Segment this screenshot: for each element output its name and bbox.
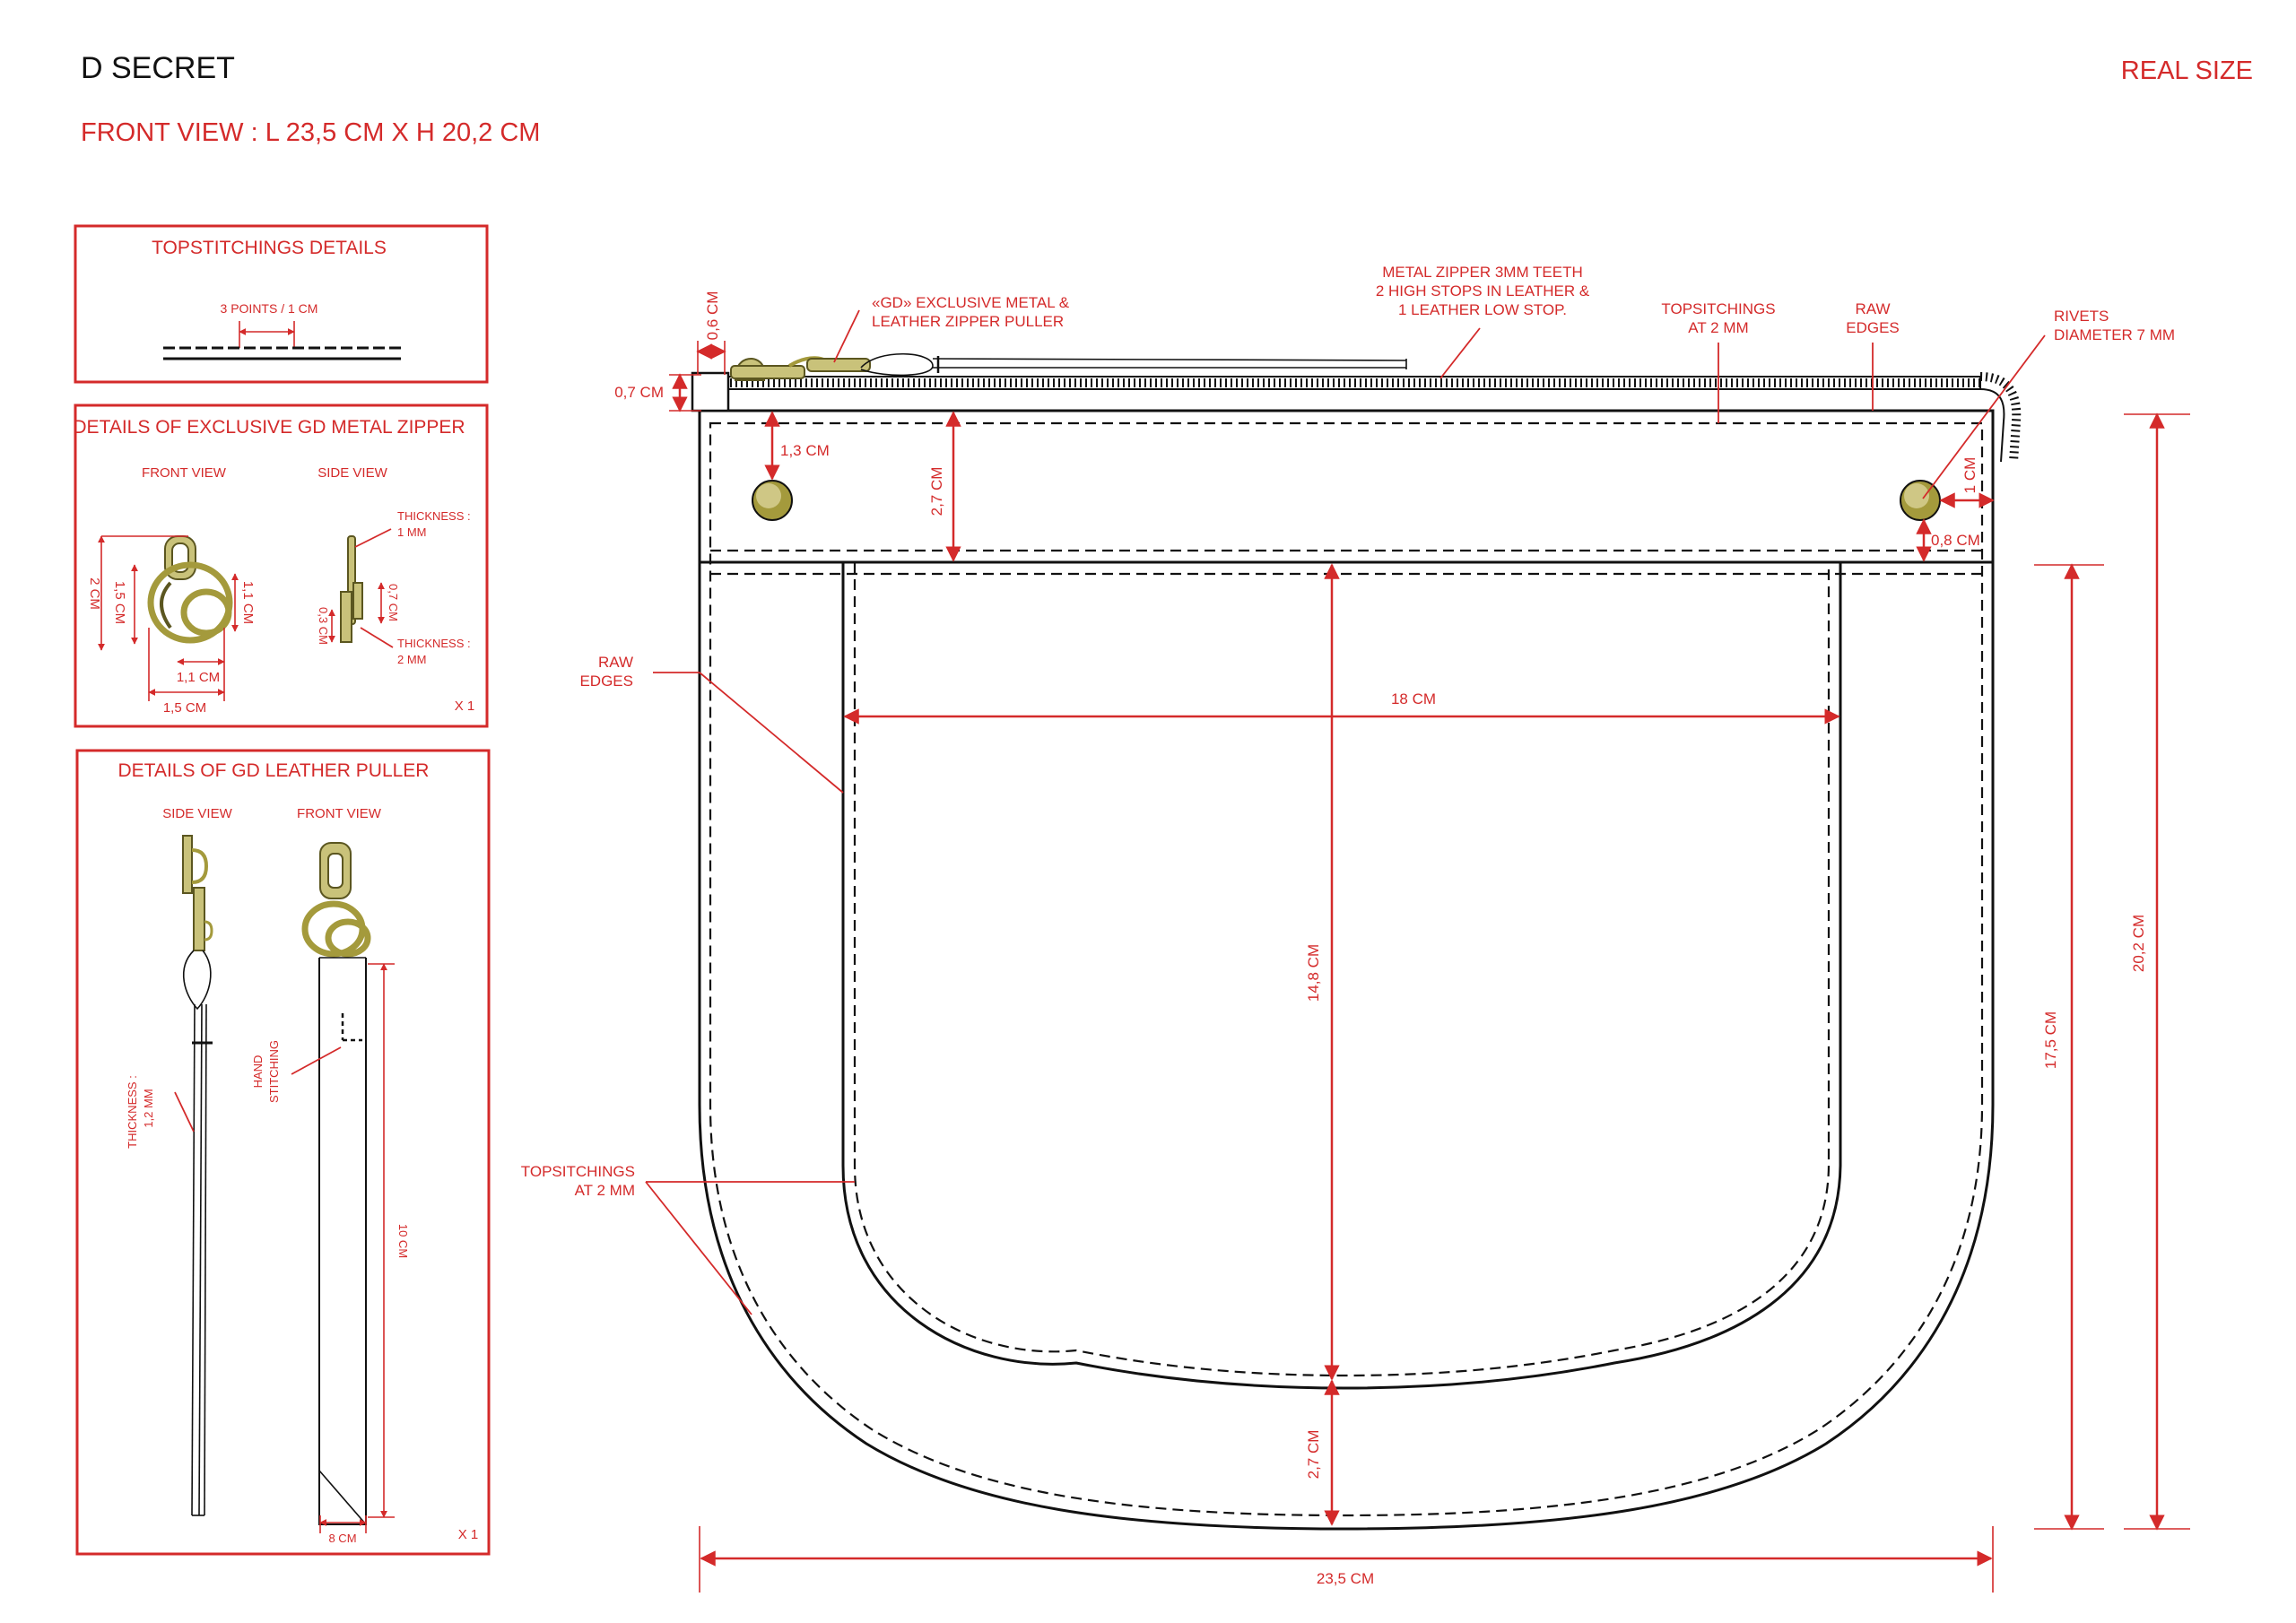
zipper-thickness-2-label: THICKNESS : xyxy=(397,637,471,650)
raw-edges-left-label-1: RAW xyxy=(598,654,633,671)
puller-side-view-label: SIDE VIEW xyxy=(162,806,232,821)
zipper-front-drawing xyxy=(147,535,233,644)
puller-front-view-label: FRONT VIEW xyxy=(297,806,382,821)
puller-stitching-label: STITCHING xyxy=(267,1040,281,1103)
zipper-puller xyxy=(730,353,1407,381)
puller-thickness-label: THICKNESS : xyxy=(126,1075,139,1149)
bag-outline xyxy=(698,409,1995,1531)
zipper-thickness-2-value: 2 MM xyxy=(397,653,427,666)
raw-edges-left-label-2: EDGES xyxy=(579,673,633,690)
zipper-label-line-2: 2 HIGH STOPS IN LEATHER & xyxy=(1376,282,1590,299)
zipper-track xyxy=(691,371,2022,463)
zipper-dim-1-5cm-h: 1,5 CM xyxy=(163,700,206,716)
puller-dim-8cm: 8 CM xyxy=(328,1532,356,1545)
dim-2-7cm-bottom: 2,7 CM xyxy=(1305,1430,1322,1480)
dim-20-2cm: 20,2 CM xyxy=(2130,915,2147,972)
dim-14-8cm: 14,8 CM xyxy=(1305,944,1322,1002)
puller-label-line-1: «GD» EXCLUSIVE METAL & xyxy=(872,294,1070,311)
raw-edges-top-label-1: RAW xyxy=(1855,300,1890,317)
zipper-dim-1-1cm-v: 1,1 CM xyxy=(240,581,256,624)
sheet-title: D SECRET xyxy=(81,51,235,85)
zipper-dim-2cm: 2 CM xyxy=(87,577,102,610)
topstitch-top-label-1: TOPSITCHINGS xyxy=(1661,300,1775,317)
zipper-dim-1-1cm-h: 1,1 CM xyxy=(177,670,220,685)
dim-0-6cm: 0,6 CM xyxy=(704,291,721,341)
real-size-label: REAL SIZE xyxy=(2121,56,2253,85)
zipper-front-view-label: FRONT VIEW xyxy=(142,465,227,481)
bag-front-view xyxy=(698,409,1995,1531)
zipper-high-stop xyxy=(691,371,730,412)
zipper-dim-0-7cm: 0,7 CM xyxy=(387,584,400,621)
dim-0-7cm: 0,7 CM xyxy=(614,384,664,401)
inner-pocket xyxy=(841,562,1842,1390)
zipper-side-view-label: SIDE VIEW xyxy=(317,465,387,481)
zipper-thickness-1-label: THICKNESS : xyxy=(397,509,471,523)
rivets-label-1: RIVETS xyxy=(2054,308,2109,325)
stitch-spacing-label: 3 POINTS / 1 CM xyxy=(221,301,318,316)
zipper-panel-title: DETAILS OF EXCLUSIVE GD METAL ZIPPER xyxy=(73,417,465,438)
zipper-label-line-1: METAL ZIPPER 3MM TEETH xyxy=(1382,264,1583,281)
zipper-dim-0-3cm: 0,3 CM xyxy=(317,607,330,645)
zipper-thickness-1-value: 1 MM xyxy=(397,525,427,539)
zipper-quantity: X 1 xyxy=(455,699,475,714)
topstitch-left-label-1: TOPSITCHINGS xyxy=(521,1163,635,1180)
dim-23-5cm: 23,5 CM xyxy=(1317,1570,1374,1587)
zipper-label-line-3: 1 LEATHER LOW STOP. xyxy=(1398,301,1567,318)
puller-hand-label: HAND xyxy=(251,1055,265,1089)
metal-zipper-details-panel: DETAILS OF EXCLUSIVE GD METAL ZIPPER FRO… xyxy=(73,404,489,728)
puller-dim-10cm: 10 CM xyxy=(396,1224,410,1258)
dim-2-7cm-flap: 2,7 CM xyxy=(928,467,945,516)
dim-0-8cm: 0,8 CM xyxy=(1931,532,1980,549)
puller-front-drawing xyxy=(301,842,371,1525)
puller-quantity: X 1 xyxy=(458,1527,479,1542)
puller-side-drawing xyxy=(182,835,213,1516)
front-view-dimensions: FRONT VIEW : L 23,5 CM X H 20,2 CM xyxy=(81,118,540,147)
zipper-side-drawing xyxy=(340,535,363,643)
leather-puller-details-panel: DETAILS OF GD LEATHER PULLER SIDE VIEW F… xyxy=(75,749,491,1556)
zipper-dim-1-5cm-v: 1,5 CM xyxy=(112,581,127,624)
rivets-label-2: DIAMETER 7 MM xyxy=(2054,326,2175,343)
raw-edges-top-label-2: EDGES xyxy=(1846,319,1900,336)
dim-18cm: 18 CM xyxy=(1391,690,1436,707)
puller-thickness-value: 1,2 MM xyxy=(142,1089,155,1127)
topstitch-top-label-2: AT 2 MM xyxy=(1688,319,1748,336)
topstitch-details-panel: TOPSTITCHINGS DETAILS 3 POINTS / 1 CM xyxy=(74,224,489,384)
dim-1cm: 1 CM xyxy=(1961,457,1979,494)
dim-17-5cm: 17,5 CM xyxy=(2042,1011,2059,1069)
puller-panel-title: DETAILS OF GD LEATHER PULLER xyxy=(118,760,430,781)
outer-topstitch xyxy=(709,421,1984,1517)
puller-label-line-2: LEATHER ZIPPER PULLER xyxy=(872,313,1064,330)
topstitch-panel-title: TOPSTITCHINGS DETAILS xyxy=(152,238,387,258)
topstitch-left-label-2: AT 2 MM xyxy=(575,1182,635,1199)
dim-1-3cm: 1,3 CM xyxy=(780,442,830,459)
